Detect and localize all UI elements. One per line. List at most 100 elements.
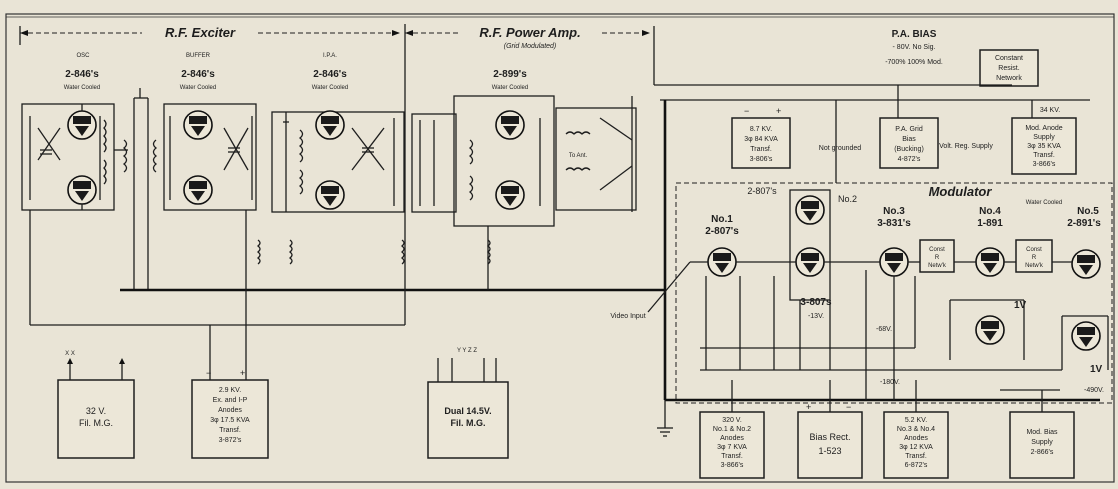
svg-text:−: −: [744, 106, 749, 116]
video-input-lead: [647, 261, 691, 313]
svg-text:32 V.: 32 V.: [86, 406, 106, 416]
svg-text:BUFFER: BUFFER: [186, 53, 211, 59]
resistor-ipa-2: [400, 239, 405, 265]
mod-tube-1v-b: 1V: [1071, 321, 1103, 375]
mod-anode-box: Mod. Anode Supply 3φ 35 KVA Transf. 3-86…: [1011, 117, 1077, 175]
svg-text:3φ 84 KVA: 3φ 84 KVA: [744, 136, 778, 143]
svg-text:Network: Network: [996, 75, 1022, 82]
svg-text:+: +: [776, 106, 781, 116]
svg-text:Mod. Bias: Mod. Bias: [1026, 429, 1058, 436]
ipa-tube-1: [315, 110, 345, 140]
svg-text:5.2 KV.: 5.2 KV.: [905, 417, 927, 424]
mod-no2-label: 2-807's No.2 3-807s -13V.: [747, 186, 857, 320]
svg-text:2-899's: 2-899's: [493, 69, 527, 80]
constant-resist-box: Constant Resist. Network: [979, 49, 1039, 87]
osc-tube-2: [67, 175, 97, 210]
svg-text:Supply: Supply: [1033, 134, 1055, 141]
svg-text:3-831's: 3-831's: [877, 218, 911, 229]
svg-text:320 V.: 320 V.: [722, 417, 742, 424]
page-frame: [5, 13, 1115, 483]
pa-grid-bias-box: P.A. Grid Bias (Bucking) 4-872's: [879, 117, 939, 169]
svg-text:2-866's: 2-866's: [1031, 449, 1054, 456]
video-input-label: Video Input: [610, 313, 645, 320]
svg-text:Resist.: Resist.: [998, 65, 1019, 72]
buffer-tube-2: [183, 175, 213, 205]
fil-x-label: X X: [65, 351, 75, 357]
svg-text:3-872's: 3-872's: [219, 437, 242, 444]
v320-box: 320 V. No.1 & No.2 Anodes 3φ 7 KVA Trans…: [699, 411, 765, 479]
svg-text:Bias Rect.: Bias Rect.: [809, 432, 850, 442]
mod-bias-box: Mod. Bias Supply 2-866's: [1009, 411, 1075, 479]
svg-text:P.A. BIAS: P.A. BIAS: [892, 29, 937, 40]
v-minus180-label: -180V.: [880, 379, 900, 386]
svg-text:Ex. and I-P: Ex. and I-P: [213, 397, 248, 404]
svg-text:R: R: [935, 255, 940, 261]
dual-145v-box: Dual 14.5V. Fil. M.G. Y Y Z Z: [427, 348, 509, 459]
svg-text:Netw'k: Netw'k: [928, 263, 947, 269]
mod-no5-label: Water Cooled No.5 2-891's: [1026, 200, 1101, 229]
osc-buffer-coupling: [122, 88, 158, 290]
osc-tube-1: [67, 104, 97, 140]
volt-reg-supply-label: Volt. Reg. Supply: [939, 143, 993, 150]
pa-tube-1: [495, 110, 525, 140]
svg-text:No.2: No.2: [838, 194, 857, 204]
resistor-ipa: [288, 239, 293, 265]
svg-text:3φ 17.5 KVA: 3φ 17.5 KVA: [210, 417, 250, 424]
svg-text:8.7 KV.: 8.7 KV.: [750, 126, 772, 133]
svg-text:Water Cooled: Water Cooled: [1026, 200, 1062, 206]
svg-text:2-807's: 2-807's: [747, 186, 777, 196]
svg-text:No.1 & No.2: No.1 & No.2: [713, 426, 751, 433]
svg-text:No.5: No.5: [1077, 206, 1099, 217]
svg-text:OSC: OSC: [76, 53, 90, 59]
svg-text:3-807s: 3-807s: [800, 297, 832, 308]
svg-text:3-866's: 3-866's: [721, 462, 744, 469]
svg-text:Const: Const: [1026, 247, 1042, 253]
resistor-buffer: [256, 239, 261, 265]
to-ant-label: To Ant.: [569, 153, 588, 159]
svg-text:Const: Const: [929, 247, 945, 253]
not-grounded-label: Not grounded: [819, 145, 862, 152]
kv34-label: 34 KV.: [1040, 107, 1060, 114]
ipa-tube-2: [315, 180, 345, 210]
supply-leads: [731, 380, 1043, 412]
mod-tube-no3: [879, 247, 909, 277]
stage-buffer-label: BUFFER 2-846's Water Cooled: [180, 53, 216, 91]
v-minus68-label: -68V.: [876, 326, 892, 333]
v-minus490-label: -490V.: [1084, 387, 1104, 394]
pa-circuit: [411, 95, 637, 227]
antenna-coupling: To Ant.: [565, 131, 591, 171]
svg-text:3φ 7 KVA: 3φ 7 KVA: [717, 444, 747, 451]
fil-yz-label: Y Y Z Z: [457, 348, 477, 354]
svg-text:Anodes: Anodes: [904, 435, 928, 442]
osc-circuit: [21, 103, 128, 211]
svg-text:I.P.A.: I.P.A.: [323, 53, 337, 59]
svg-text:No.3 & No.4: No.3 & No.4: [897, 426, 935, 433]
modulator-frame: [675, 182, 1113, 404]
mod-tube-no2-upper: [789, 189, 831, 301]
svg-text:−: −: [846, 402, 851, 412]
svg-text:Transf.: Transf.: [721, 453, 743, 460]
svg-text:Transf.: Transf.: [219, 427, 241, 434]
mod-tube-no2-lower: [795, 247, 825, 277]
svg-text:Bias: Bias: [902, 136, 916, 143]
svg-text:1-891: 1-891: [977, 218, 1003, 229]
svg-text:Dual 14.5V.: Dual 14.5V.: [444, 406, 491, 416]
kv52-box: 5.2 KV. No.3 & No.4 Anodes 3φ 12 KVA Tra…: [883, 411, 949, 479]
svg-text:Water Cooled: Water Cooled: [312, 85, 348, 91]
svg-text:4-872's: 4-872's: [898, 156, 921, 163]
svg-text:2-807's: 2-807's: [705, 226, 739, 237]
buffer-tube-1: [183, 110, 213, 140]
svg-text:Transf.: Transf.: [750, 146, 772, 153]
bias-rect-box: Bias Rect. 1-523 + −: [797, 402, 863, 479]
svg-text:Transf.: Transf.: [905, 453, 927, 460]
pa-tube-2: [495, 180, 525, 210]
mod-no3-label: No.3 3-831's: [877, 206, 911, 229]
svg-text:2-846's: 2-846's: [313, 69, 347, 80]
svg-text:+: +: [806, 402, 811, 412]
const-r-network-2: Const R Netw'k: [1015, 239, 1053, 273]
svg-text:Supply: Supply: [1031, 439, 1053, 446]
svg-text:Fil. M.G.: Fil. M.G.: [79, 418, 113, 428]
rf-power-amp-subtitle: (Grid Modulated): [504, 43, 557, 50]
svg-text:Water Cooled: Water Cooled: [492, 85, 528, 91]
